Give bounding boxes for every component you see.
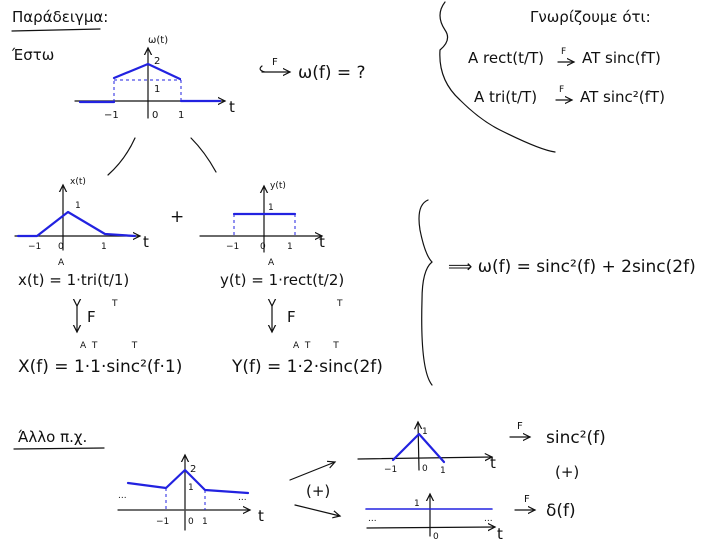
w-signal-curve xyxy=(78,62,222,104)
y-dashed-guides xyxy=(233,214,296,236)
y-fourier-label: F xyxy=(287,308,296,326)
tri-x-label: t xyxy=(490,454,496,472)
y-eq-annot-a: A xyxy=(268,258,275,268)
const-fourier-label: F xyxy=(524,494,530,505)
y-tick: −1 xyxy=(226,242,239,252)
split-arrow-down xyxy=(294,504,340,516)
const-level-label: 1 xyxy=(414,499,420,509)
x-eq-annot-a: A xyxy=(58,258,65,268)
known-heading: Γνωρίζουμε ότι: xyxy=(530,8,651,26)
const-transform-result: δ(f) xyxy=(546,501,576,521)
x-signal-curve xyxy=(16,210,137,238)
fourier-label: F xyxy=(272,57,278,68)
heading-underline xyxy=(13,447,105,450)
x-plot: x(t) t 1 −1 0 1 xyxy=(14,177,149,252)
main-tick: −1 xyxy=(156,517,169,527)
w-dashed-guides xyxy=(113,78,182,102)
split-arrow-up xyxy=(289,462,335,481)
tri-t-axis xyxy=(357,457,492,459)
rect-pair-rhs: AT sinc(fT) xyxy=(582,49,661,67)
main-level-label: 1 xyxy=(188,483,194,493)
w-y-label: ω(t) xyxy=(148,35,168,46)
brace-icon xyxy=(439,1,556,153)
w-level-label: 1 xyxy=(154,84,160,95)
w-f-result: ⟹ ω(f) = sinc²(f) + 2sinc(2f) xyxy=(448,257,696,277)
other-const-plot: 1 ... ... 0 t xyxy=(365,494,503,540)
other-plus: (+) xyxy=(306,482,330,500)
x-x-label: t xyxy=(143,233,149,251)
rect-pair-f: F xyxy=(561,47,566,57)
const-dots-left: ... xyxy=(368,514,377,524)
y-equation: y(t) = 1·rect(t/2) xyxy=(220,271,344,289)
x-y-label: x(t) xyxy=(70,177,86,187)
w-x-label: t xyxy=(229,98,235,116)
plus-sign: + xyxy=(170,207,184,227)
tri-peak-label: 1 xyxy=(422,427,428,437)
tri-signal-curve xyxy=(391,432,446,464)
const-t-axis xyxy=(366,527,495,528)
main-tick: 0 xyxy=(188,517,194,527)
fourier-arrow-icon xyxy=(259,66,290,72)
tri-tick: 0 xyxy=(422,464,428,474)
const-x-label: t xyxy=(497,525,503,540)
tri-pair-rhs: AT sinc²(fT) xyxy=(580,88,665,106)
w-tick: −1 xyxy=(104,110,119,121)
main-dashed-guides xyxy=(165,488,206,510)
other-tri-plot: 1 t −1 0 1 xyxy=(357,422,496,476)
y-tick: 0 xyxy=(260,242,266,252)
y-x-label: t xyxy=(319,233,325,251)
rect-pair-lhs: A rect(t/T) xyxy=(468,49,544,67)
x-fourier-label: F xyxy=(87,308,96,326)
w-peak-label: 2 xyxy=(154,56,160,67)
y-eq-annot-t: T xyxy=(336,299,343,309)
Y-eq-annot: A T T xyxy=(293,341,339,351)
split-arrow-right xyxy=(190,137,217,173)
let-label: Έστω xyxy=(11,46,54,64)
main-dots-right: ... xyxy=(238,493,247,503)
w-plot: ω(t) t 2 1 −1 0 1 xyxy=(74,35,235,121)
other-heading: Άλλο π.χ. xyxy=(18,428,87,446)
tri-tick: 1 xyxy=(440,466,446,476)
brace-icon xyxy=(418,199,433,386)
y-plot: y(t) t 1 −1 0 1 xyxy=(199,181,325,253)
y-y-label: y(t) xyxy=(270,181,286,191)
Y-equation: Y(f) = 1·2·sinc(2f) xyxy=(231,357,383,377)
transform-sum: (+) xyxy=(555,463,579,481)
tri-pair-f: F xyxy=(559,85,564,95)
example-heading: Παράδειγμα: xyxy=(12,8,108,26)
X-eq-annot: A T T xyxy=(80,341,138,351)
x-tick: 1 xyxy=(101,242,107,252)
x-tick: −1 xyxy=(28,242,41,252)
y-level-label: 1 xyxy=(268,203,274,213)
const-origin-label: 0 xyxy=(433,532,439,540)
tri-fourier-label: F xyxy=(517,421,523,432)
w-tick: 0 xyxy=(152,110,158,121)
x-peak-label: 1 xyxy=(75,201,81,211)
x-eq-annot-t: T xyxy=(111,299,118,309)
const-dots-right: ... xyxy=(484,514,493,524)
main-signal-curve xyxy=(126,468,250,495)
X-equation: X(f) = 1·1·sinc²(f·1) xyxy=(18,357,182,377)
other-main-plot: 2 1 ... ... t −1 0 1 xyxy=(117,455,264,531)
split-arrow-left xyxy=(107,137,136,176)
tri-y-axis xyxy=(418,422,419,471)
tri-tick: −1 xyxy=(384,465,397,475)
main-tick: 1 xyxy=(202,517,208,527)
x-equation: x(t) = 1·tri(t/1) xyxy=(18,271,129,289)
main-x-label: t xyxy=(258,507,264,525)
tri-transform-result: sinc²(f) xyxy=(546,428,606,448)
w-f-question: ω(f) = ? xyxy=(298,63,366,83)
main-dots-left: ... xyxy=(118,491,127,501)
heading-underline xyxy=(11,28,101,32)
w-tick: 1 xyxy=(178,110,184,121)
tri-pair-lhs: A tri(t/T) xyxy=(474,88,537,106)
y-tick: 1 xyxy=(287,242,293,252)
main-peak-label: 2 xyxy=(190,464,196,475)
x-tick: 0 xyxy=(58,242,64,252)
